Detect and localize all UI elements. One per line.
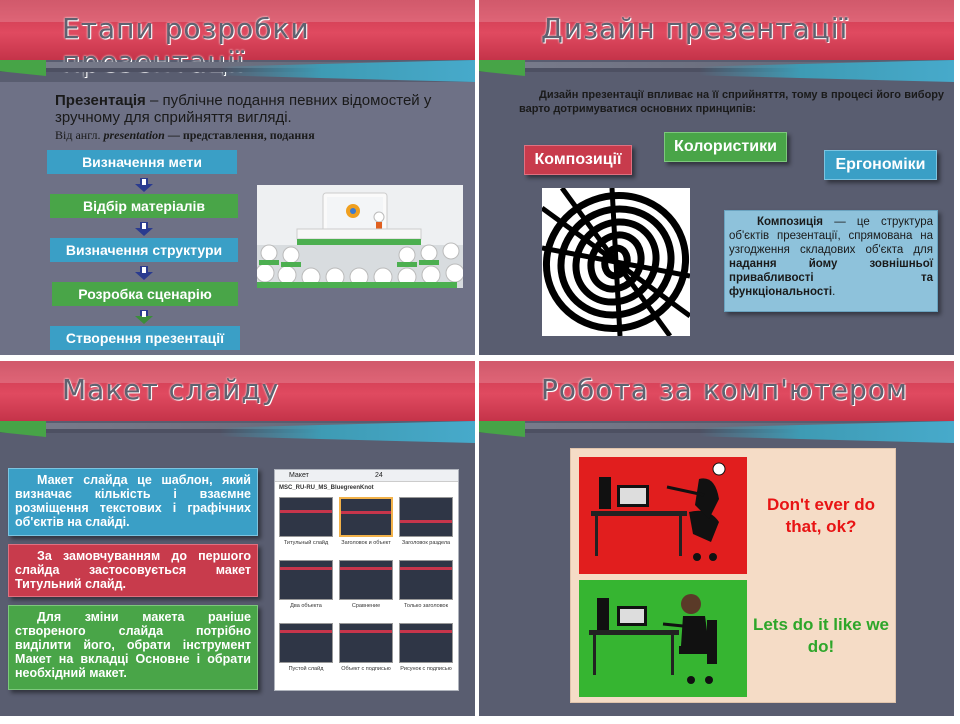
- step-create: Створення презентації: [50, 326, 240, 350]
- layout-caption: Только заголовок: [403, 603, 449, 609]
- layout-caption: Заголовок и объект: [341, 540, 391, 546]
- desc-bold: надання йому зовнішньої привабливості та…: [729, 258, 933, 298]
- classroom-illustration: [255, 185, 465, 288]
- bad-posture-caption: Don't ever do that, ok?: [767, 495, 875, 536]
- desc-term: Композиція: [757, 216, 823, 228]
- eng-word: presentation: [103, 128, 165, 142]
- tag-composition: Композиції: [524, 145, 632, 175]
- layout-caption: Рисунок с подписью: [400, 666, 452, 672]
- good-posture-image: [579, 580, 747, 697]
- change-layout-box: Для зміни макета раніше створеного слайд…: [8, 605, 258, 690]
- layout-definition-box: Макет слайда це шаблон, який визначає кі…: [8, 468, 258, 536]
- slide-design[interactable]: Дизайн презентації Дизайн презентації вп…: [479, 0, 954, 355]
- layout-caption: Заголовок раздела: [401, 540, 451, 546]
- layout-thumb[interactable]: [279, 560, 333, 600]
- down-arrow-icon: [135, 266, 153, 280]
- slide-header: Дизайн презентації: [479, 0, 954, 60]
- layout-thumb[interactable]: [339, 623, 393, 663]
- intro-text: Дизайн презентації впливає на її сприйня…: [519, 89, 944, 115]
- slide-header: Етапи розробки презентації: [0, 0, 475, 78]
- slide-stages[interactable]: Етапи розробки презентації Презентація –…: [0, 0, 475, 355]
- layout-thumb[interactable]: [279, 497, 333, 537]
- layout-caption: Объект с подписью: [341, 666, 391, 672]
- layout-thumb[interactable]: [339, 497, 393, 537]
- desc-end: .: [832, 286, 836, 298]
- slide-title: Дизайн презентації: [541, 12, 849, 45]
- step-scenario: Розробка сценарію: [52, 282, 238, 306]
- bad-posture-image: [579, 457, 747, 574]
- composition-description: Композиція — це структура об'єктів презе…: [724, 210, 938, 312]
- theme-name: MSC_RU-RU_MS_BluegreenKnot: [279, 485, 374, 491]
- panel-toolbar: Макет 24: [275, 470, 458, 482]
- eng-suffix: — представлення, подання: [164, 128, 315, 142]
- good-posture-caption: Lets do it like we do!: [752, 615, 890, 656]
- step-goal: Визначення мети: [47, 150, 237, 174]
- desc-text: — це структура об'єктів презентації, спр…: [729, 216, 933, 256]
- definition-term: Презентація: [55, 92, 146, 109]
- layout-thumb[interactable]: [279, 623, 333, 663]
- default-layout-box: За замовчуванням до першого слайда засто…: [8, 544, 258, 597]
- layout-thumb[interactable]: [399, 497, 453, 537]
- layout-thumb[interactable]: [339, 560, 393, 600]
- layout-caption: Пустой слайд: [288, 666, 324, 672]
- layout-thumb[interactable]: [399, 560, 453, 600]
- tag-ergonomics: Ергономіки: [824, 150, 937, 180]
- layout-gallery-panel[interactable]: Макет 24 MSC_RU-RU_MS_BluegreenKnot Титу…: [274, 469, 459, 691]
- tag-coloristics: Колористики: [664, 132, 787, 162]
- layout-caption: Сравнение: [351, 603, 381, 609]
- optical-illusion-image: [540, 186, 692, 338]
- layout-caption: Титульный слайд: [283, 540, 329, 546]
- definition-text: – публічне подання певних відомостей у з…: [55, 92, 432, 126]
- english-origin: Від англ. presentation — представлення, …: [55, 128, 315, 143]
- down-arrow-icon: [135, 222, 153, 236]
- slide-header: Макет слайду: [0, 361, 475, 421]
- layout-caption: Два объекта: [290, 603, 322, 609]
- slide-header: Робота за комп'ютером: [479, 361, 954, 421]
- slide-title: Етапи розробки презентації: [62, 12, 310, 78]
- definition: Презентація – публічне подання певних ві…: [55, 92, 465, 126]
- down-arrow-icon: [135, 310, 153, 324]
- down-arrow-icon: [135, 178, 153, 192]
- layout-dropdown[interactable]: Макет: [289, 472, 309, 479]
- step-materials: Відбір матеріалів: [50, 194, 238, 218]
- step-structure: Визначення структури: [50, 238, 238, 262]
- font-size-field[interactable]: 24: [375, 472, 383, 479]
- posture-poster: Don't ever do that, ok? Lets do it like …: [570, 448, 896, 703]
- layout-thumb[interactable]: [399, 623, 453, 663]
- eng-prefix: Від англ.: [55, 128, 104, 142]
- slide-title: Макет слайду: [62, 373, 280, 406]
- slide-title: Робота за комп'ютером: [541, 373, 909, 406]
